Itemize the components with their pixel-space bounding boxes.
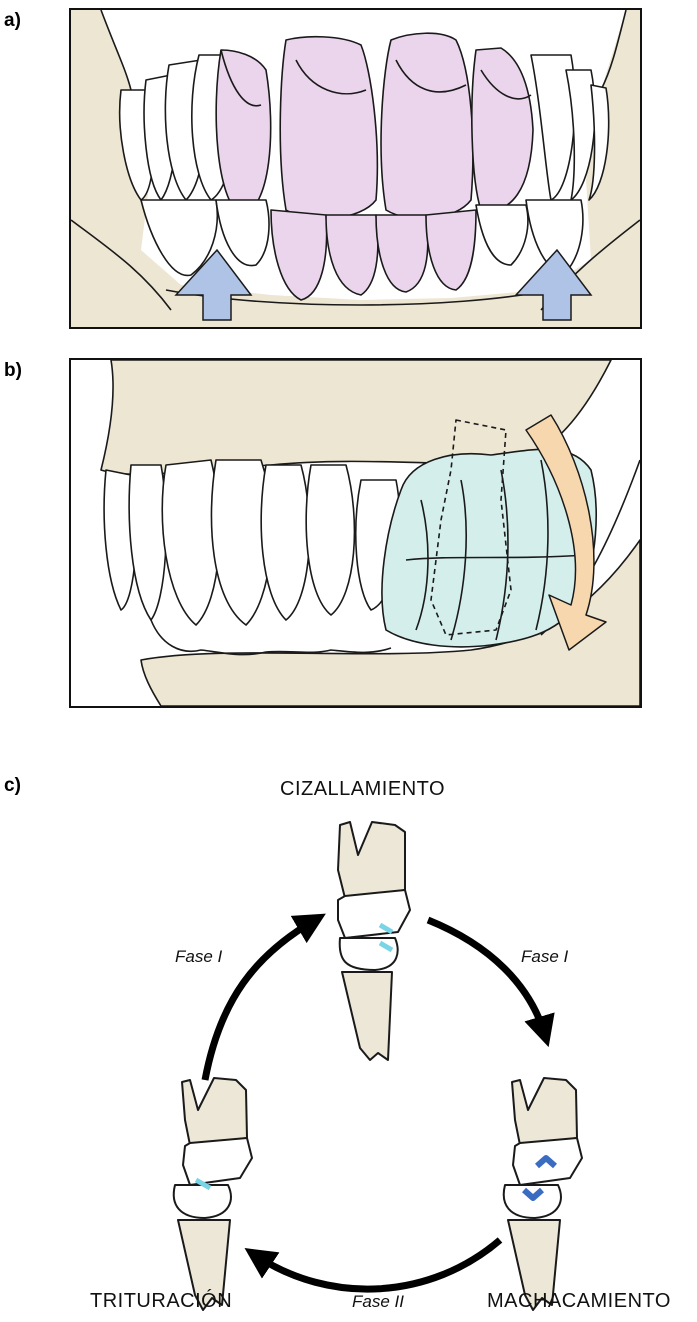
panel-b-lateral-teeth xyxy=(69,358,642,708)
cycle-diagram xyxy=(0,760,697,1322)
arrow-cizallamiento-to-machacamiento xyxy=(428,920,545,1035)
panel-b-letter: b) xyxy=(4,360,22,382)
tooth-pair-machacamiento xyxy=(504,1078,582,1310)
panel-a-letter: a) xyxy=(4,10,21,32)
phase-label-top-right: Fase I xyxy=(521,947,568,967)
frontal-teeth-illustration xyxy=(71,10,640,327)
upper-central-incisor-right xyxy=(381,33,473,218)
panel-a-frontal-teeth xyxy=(69,8,642,329)
tooth-pair-cizallamiento xyxy=(338,822,410,1060)
tooth-pair-trituracion xyxy=(174,1078,252,1310)
stage-label-trituracion: TRITURACIÓN xyxy=(90,1290,232,1313)
lateral-teeth-illustration xyxy=(71,360,640,706)
upper-central-incisor-left xyxy=(280,37,377,219)
phase-label-top-left: Fase I xyxy=(175,947,222,967)
arrow-machacamiento-to-trituracion xyxy=(255,1240,500,1289)
arrow-trituracion-to-cizallamiento xyxy=(205,920,315,1080)
phase-label-bottom: Fase II xyxy=(352,1292,404,1312)
panel-c-chewing-cycle: CIZALLAMIENTO TRITURACIÓN MACHACAMIENTO … xyxy=(0,760,697,1322)
stage-label-machacamiento: MACHACAMIENTO xyxy=(487,1290,671,1313)
stage-label-cizallamiento: CIZALLAMIENTO xyxy=(280,778,445,801)
